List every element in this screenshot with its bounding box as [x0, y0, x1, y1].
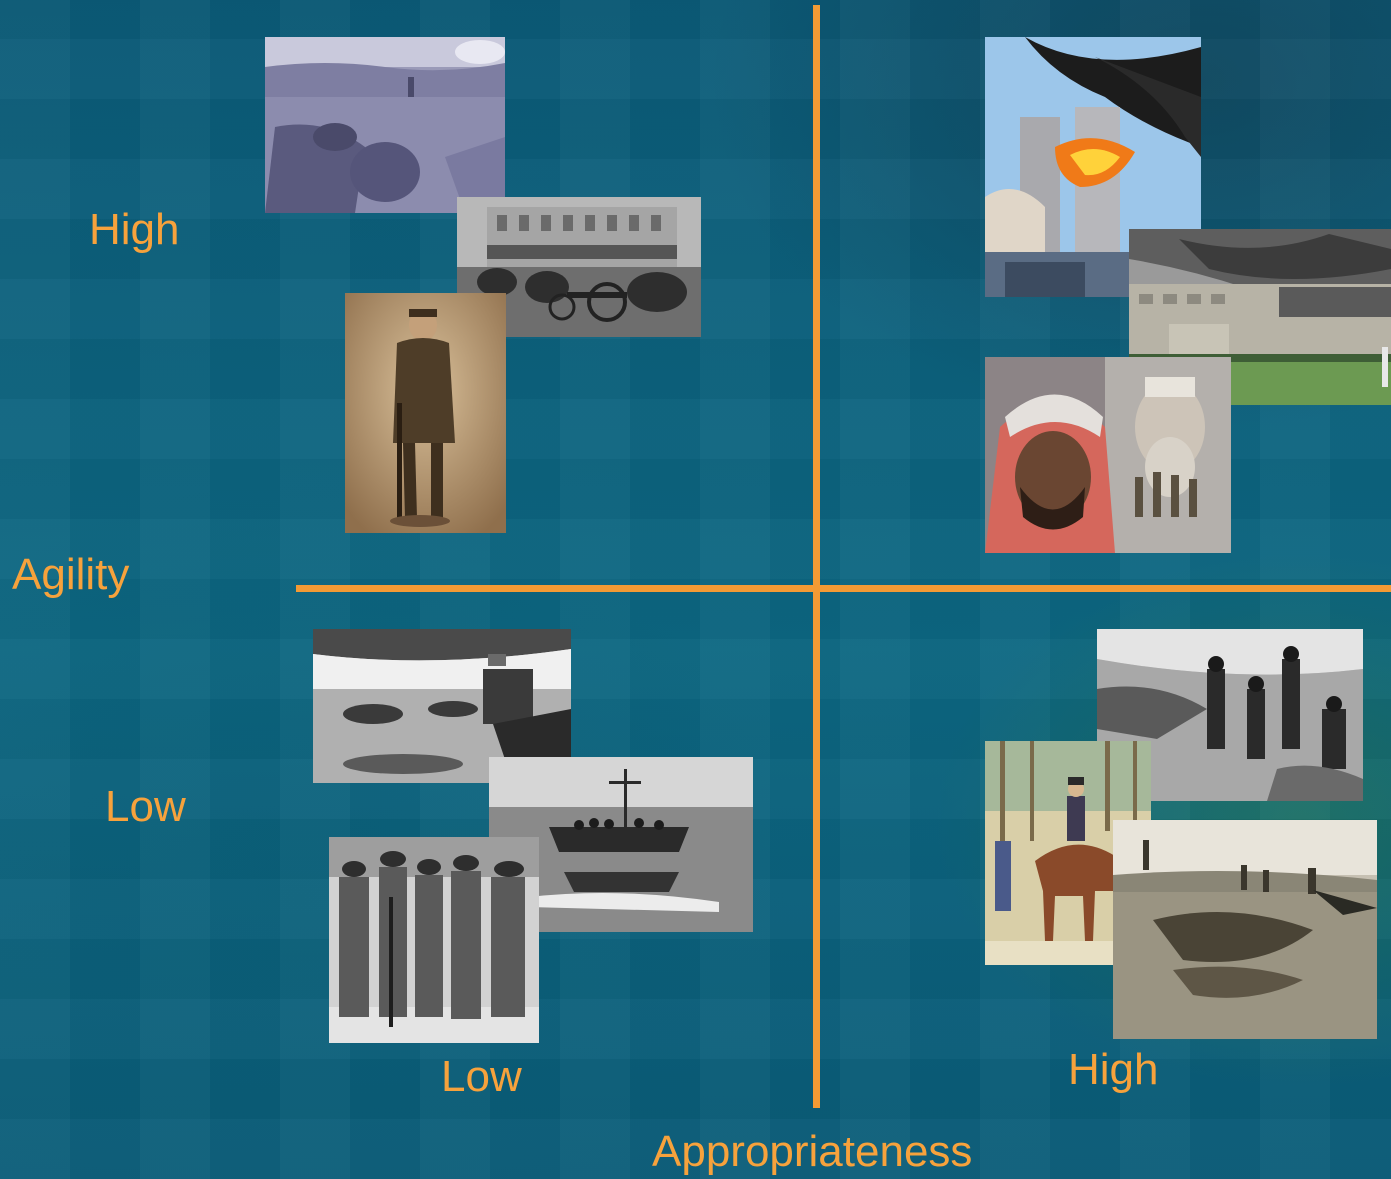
x-axis-title: Appropriateness	[652, 1127, 973, 1176]
y-low-label: Low	[105, 782, 186, 831]
civil-war-officers-photo	[1097, 629, 1363, 801]
y-axis-title: Agility	[12, 550, 130, 599]
x-low-label: Low	[441, 1052, 522, 1101]
x-high-label: High	[1068, 1045, 1159, 1094]
y-high-label: High	[89, 205, 180, 254]
ww1-field-photo	[265, 37, 505, 213]
soldiers-group-photo	[329, 837, 539, 1043]
militant-collage-photo	[985, 357, 1231, 553]
battlefield-field-photo	[1113, 820, 1377, 1039]
twin-towers-attack-photo	[985, 37, 1201, 297]
ww1-soldier-portrait-photo	[345, 293, 506, 533]
horizontal-axis-line	[296, 585, 1391, 592]
vertical-axis-line	[813, 5, 820, 1108]
